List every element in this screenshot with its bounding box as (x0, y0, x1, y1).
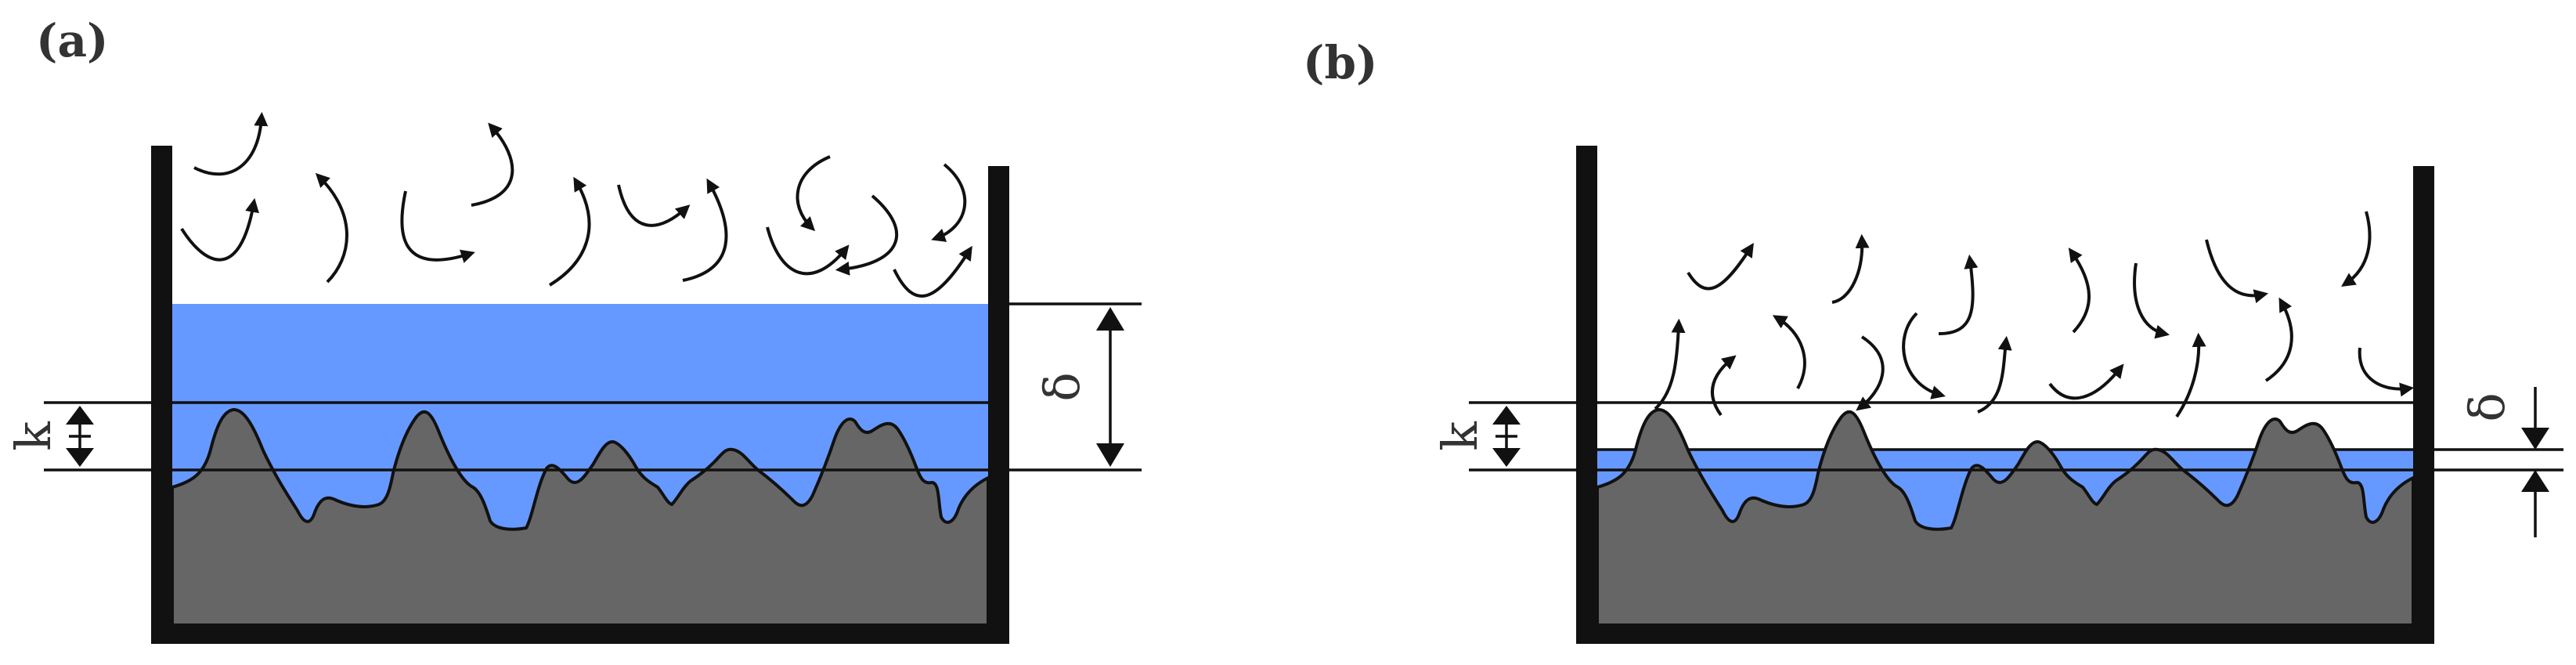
rough-solid-surface-b (1596, 407, 2415, 627)
roughness-dimension: k (5, 406, 94, 467)
film-thickness-label-b: δ (2459, 392, 2516, 421)
panel-b-label: (b) (1303, 36, 1377, 89)
vapor-swirl-icons (182, 117, 969, 296)
film-thickness-dimension: δ (1034, 307, 1124, 467)
roughness-label: k (5, 421, 62, 451)
panel-a: (a) k δ (5, 14, 1142, 644)
container (151, 146, 1009, 644)
container-b (1576, 146, 2434, 644)
roughness-dimension-b: k (1431, 406, 1521, 467)
film-thickness-label: δ (1034, 372, 1091, 401)
roughness-label-b: k (1431, 421, 1488, 451)
panel-a-label: (a) (36, 14, 108, 67)
vapor-swirl-icons-b (1655, 211, 2408, 417)
panel-b: (b) k (1303, 36, 2563, 644)
film-thickness-dimension-b: δ (2459, 387, 2549, 537)
